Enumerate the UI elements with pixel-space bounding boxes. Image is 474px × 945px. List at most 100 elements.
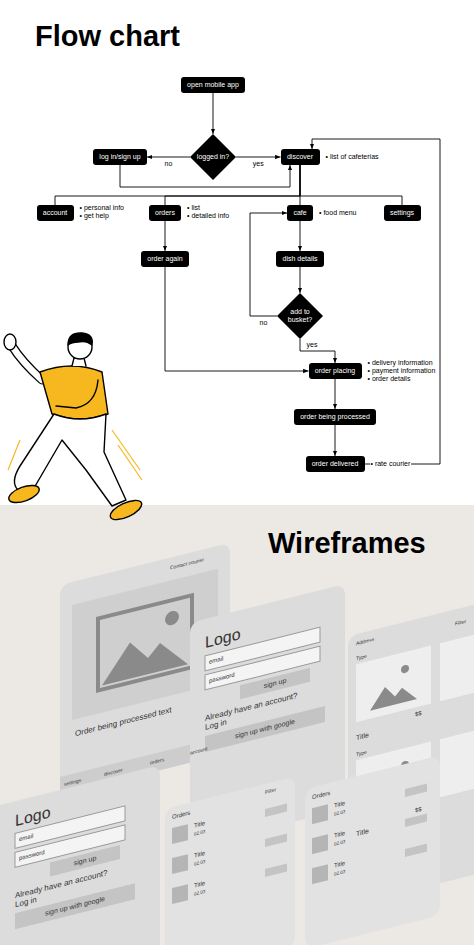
flow-connector <box>147 157 190 158</box>
node-label: dish details <box>282 255 317 263</box>
process-box: orders <box>149 205 181 221</box>
phone-order-status-part <box>102 628 188 685</box>
process-box: account <box>37 205 74 221</box>
speed-lines-part <box>118 445 142 480</box>
node-label: order delivered <box>312 460 359 468</box>
node-label: cafe <box>293 209 306 217</box>
person-part <box>7 482 42 506</box>
phone-login-part <box>50 845 120 876</box>
flow-connector <box>55 165 300 205</box>
person <box>4 333 144 524</box>
process-box: open mobile app <box>181 77 245 93</box>
person-part <box>108 496 145 523</box>
phone-orders-part <box>312 864 328 884</box>
phone-orders-part <box>172 824 188 844</box>
node-label: open mobile app <box>187 81 239 89</box>
process-box: order again <box>141 251 189 267</box>
process-box: order placing <box>309 363 362 379</box>
flow-connector <box>213 93 214 134</box>
person-part <box>12 346 42 380</box>
process-box: cafe <box>287 205 313 221</box>
chart-title: Flow chart <box>35 20 180 53</box>
phone-orders-part <box>312 834 328 854</box>
edge-label: no <box>164 160 174 168</box>
node-label: logged in? <box>197 153 229 161</box>
speed-lines-part <box>112 430 140 470</box>
edge-label: yes <box>306 341 319 349</box>
person-part <box>4 334 16 350</box>
phone-orders <box>165 776 295 945</box>
phone-login-part <box>0 765 160 945</box>
node-label: order being processed <box>300 413 370 421</box>
flow-connector <box>335 425 336 456</box>
phone-order-status-part <box>165 609 179 626</box>
node-label: order placing <box>315 367 355 375</box>
phone-cafe-list-part <box>356 646 431 723</box>
process-box: log in/sign up <box>93 149 147 165</box>
person-part <box>56 380 98 408</box>
phone-cafe-list-part <box>370 679 417 711</box>
edge-label: yes <box>252 160 265 168</box>
phone-orders-part <box>172 884 188 904</box>
side-note: • food menu <box>318 209 357 217</box>
decision-diamond: add to busket? <box>277 293 323 339</box>
wireframe-tilt: Contact courierOrder being processed tex… <box>0 505 474 945</box>
side-note: • list of cafeterias <box>325 153 380 161</box>
node-label: log in/sign up <box>99 153 140 161</box>
phone-cafe-list-part <box>401 664 409 674</box>
node-label: settings <box>390 209 414 217</box>
wireframe-band: Contact courierOrder being processed tex… <box>0 505 474 945</box>
phone-login <box>0 765 160 945</box>
side-note: • get help <box>79 212 110 220</box>
person-part <box>12 346 42 380</box>
process-box: dish details <box>276 251 324 267</box>
flow-connector <box>300 221 301 251</box>
phone-orders <box>305 755 440 945</box>
node-label: order again <box>147 255 182 263</box>
phone-orders-part <box>265 833 287 846</box>
node-label: account <box>43 209 68 217</box>
phone-orders-part <box>405 844 427 857</box>
phone-order-status-part <box>98 595 192 690</box>
phone-orders-part <box>172 854 188 874</box>
flow-connector <box>236 157 281 158</box>
flow-connector <box>165 221 166 251</box>
node-label: discover <box>287 153 313 161</box>
diamond-fill <box>190 134 236 180</box>
side-note: • detailed info <box>186 212 230 220</box>
side-note: • order details <box>367 375 412 383</box>
phone-orders-part <box>405 814 427 827</box>
phone-cafe-list-part <box>440 724 474 797</box>
node-label: add to busket? <box>283 308 317 324</box>
phone-login-part <box>240 668 310 699</box>
process-box: discover <box>281 149 320 165</box>
flow-connector <box>335 379 336 409</box>
phone-orders-part <box>405 784 427 797</box>
side-note: • rate courier <box>370 460 412 468</box>
side-note: • personal info <box>79 204 125 212</box>
phone-orders-part <box>165 776 295 945</box>
person-part <box>68 333 92 345</box>
flow-connector <box>300 267 301 293</box>
flow-connector <box>165 165 300 205</box>
process-box: order being processed <box>294 409 376 425</box>
phone-orders-part <box>265 803 287 816</box>
speed-lines-part <box>8 440 20 470</box>
side-note: • list <box>186 204 201 212</box>
side-note: • delivery information <box>367 359 434 367</box>
side-note: • payment information <box>367 367 437 375</box>
process-box: settings <box>384 205 421 221</box>
phone-orders-part <box>265 863 287 876</box>
person-part <box>40 366 108 419</box>
edge-label: no <box>259 319 269 327</box>
phone-orders-part <box>305 755 440 945</box>
section-heading: Wireframes <box>268 527 426 560</box>
process-box: order delivered <box>306 456 365 472</box>
decision-diamond: logged in? <box>190 134 236 180</box>
node-label: orders <box>155 209 175 217</box>
phone-orders-part <box>312 804 328 824</box>
flow-connector <box>300 165 402 205</box>
